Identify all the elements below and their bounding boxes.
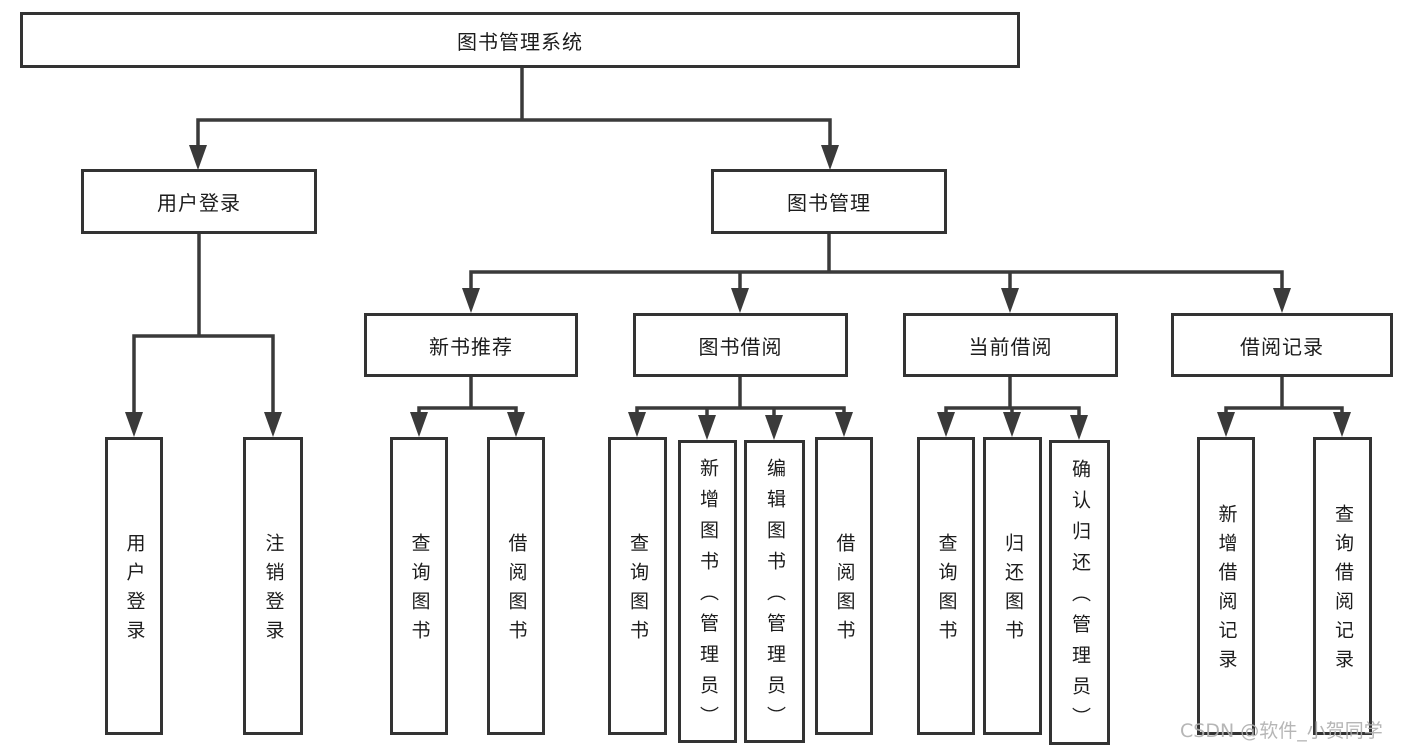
node-borrow-records-label: 借阅记录 <box>1240 334 1324 359</box>
leaf-current-query-book: 查询图书 <box>917 437 975 735</box>
node-user-login: 用户登录 <box>81 169 317 234</box>
node-book-management-label: 图书管理 <box>787 191 871 215</box>
leaf-newbook-borrow-book-label: 借阅图书 <box>505 533 528 649</box>
leaf-add-borrow-record-label: 新增借阅记录 <box>1215 504 1238 678</box>
leaf-return-book-label: 归还图书 <box>1002 533 1024 649</box>
node-book-management: 图书管理 <box>711 169 947 234</box>
leaf-add-book-admin-label: 新增图书（管理员） <box>697 458 719 737</box>
leaf-user-login: 用户登录 <box>105 437 163 735</box>
leaf-logout: 注销登录 <box>243 437 303 735</box>
leaf-borrow-query-book-label: 查询图书 <box>627 533 649 649</box>
leaf-edit-book-admin-label: 编辑图书（管理员） <box>764 458 786 737</box>
leaf-newbook-query-book-label: 查询图书 <box>408 533 431 649</box>
leaf-newbook-query-book: 查询图书 <box>390 437 448 735</box>
leaf-logout-label: 注销登录 <box>262 533 285 649</box>
csdn-watermark: CSDN @软件_小贺同学 <box>1180 720 1383 742</box>
node-root-system: 图书管理系统 <box>20 12 1020 68</box>
leaf-confirm-return-admin: 确认归还（管理员） <box>1049 440 1110 745</box>
leaf-add-book-admin: 新增图书（管理员） <box>678 440 737 743</box>
node-user-login-label: 用户登录 <box>157 191 241 215</box>
leaf-query-borrow-record-label: 查询借阅记录 <box>1332 504 1354 678</box>
leaf-newbook-borrow-book: 借阅图书 <box>487 437 545 735</box>
leaf-borrow-query-book: 查询图书 <box>608 437 667 735</box>
leaf-edit-book-admin: 编辑图书（管理员） <box>744 440 805 743</box>
leaf-return-book: 归还图书 <box>983 437 1042 735</box>
leaf-user-login-label: 用户登录 <box>123 533 146 649</box>
node-current-borrowing-label: 当前借阅 <box>968 334 1053 359</box>
node-new-book-recommend-label: 新书推荐 <box>429 334 513 359</box>
leaf-confirm-return-admin-label: 确认归还（管理员） <box>1069 459 1091 738</box>
leaf-borrow-book: 借阅图书 <box>815 437 873 735</box>
node-borrow-records: 借阅记录 <box>1171 313 1393 377</box>
node-book-borrowing-label: 图书借阅 <box>698 334 783 359</box>
node-current-borrowing: 当前借阅 <box>903 313 1118 377</box>
leaf-query-borrow-record: 查询借阅记录 <box>1313 437 1372 735</box>
node-book-borrowing: 图书借阅 <box>633 313 848 377</box>
leaf-add-borrow-record: 新增借阅记录 <box>1197 437 1255 735</box>
node-new-book-recommend: 新书推荐 <box>364 313 578 377</box>
leaf-borrow-book-label: 借阅图书 <box>833 533 856 649</box>
node-root-system-label: 图书管理系统 <box>457 29 583 54</box>
leaf-current-query-book-label: 查询图书 <box>935 533 958 649</box>
